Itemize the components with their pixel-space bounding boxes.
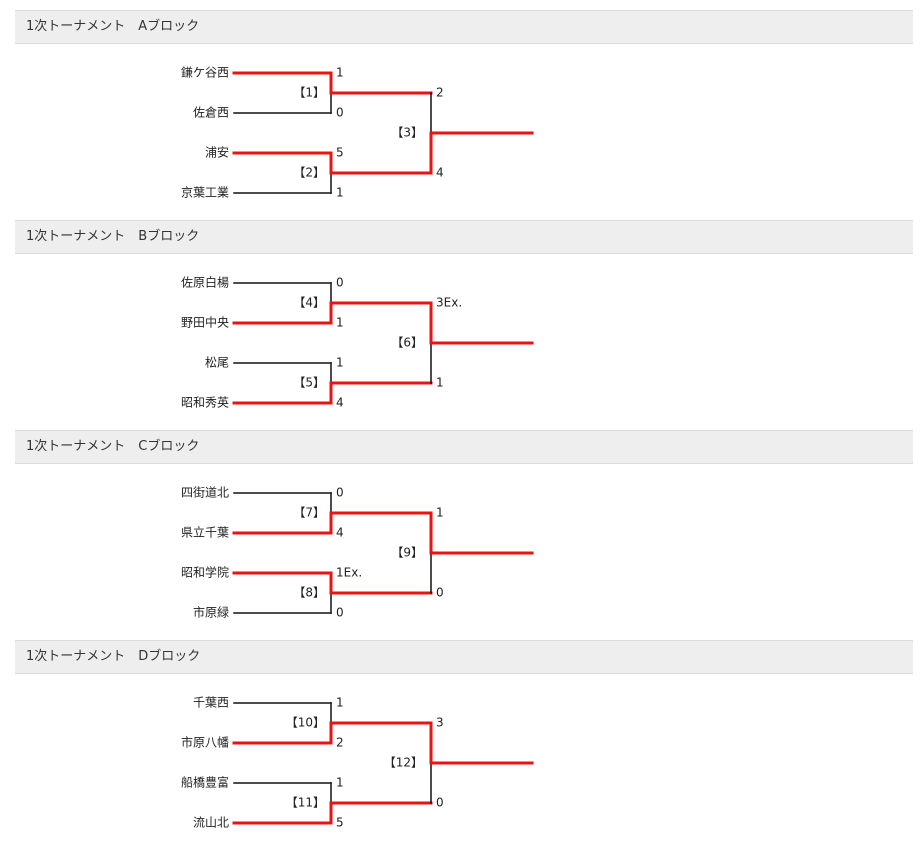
team-name: 鎌ケ谷西 bbox=[181, 65, 229, 80]
block-title: 1次トーナメント Dブロック bbox=[26, 649, 201, 664]
score: 1 bbox=[336, 316, 344, 330]
block-header: 1次トーナメント Cブロック bbox=[15, 430, 913, 464]
team-name: 佐原白楊 bbox=[181, 275, 229, 290]
team-name: 昭和学院 bbox=[181, 565, 229, 580]
match-label: 【5】 bbox=[293, 376, 325, 390]
score: 0 bbox=[336, 106, 344, 120]
match-label: 【4】 bbox=[293, 296, 325, 310]
team-name: 浦安 bbox=[205, 145, 229, 160]
team-name: 昭和秀英 bbox=[181, 396, 229, 410]
team-name: 県立千葉 bbox=[181, 525, 229, 540]
score: 1 bbox=[336, 776, 344, 790]
score: 2 bbox=[436, 86, 444, 100]
team-name: 佐倉西 bbox=[193, 105, 229, 120]
match-label: 【2】 bbox=[293, 166, 325, 180]
team-name: 市原緑 bbox=[193, 605, 229, 620]
block-header: 1次トーナメント Aブロック bbox=[15, 10, 913, 44]
match-label: 【10】 bbox=[286, 716, 325, 730]
score: 3Ex. bbox=[436, 296, 462, 310]
team-name: 松尾 bbox=[205, 356, 229, 370]
score: 1 bbox=[336, 356, 344, 370]
team-name: 千葉西 bbox=[193, 696, 229, 710]
match-label: 【7】 bbox=[293, 506, 325, 520]
block-header: 1次トーナメント Dブロック bbox=[15, 640, 913, 674]
match-label: 【9】 bbox=[391, 546, 423, 560]
score: 1 bbox=[336, 696, 344, 710]
block-header: 1次トーナメント Bブロック bbox=[15, 220, 913, 254]
block-c: 1次トーナメント Cブロック四街道北県立千葉昭和学院市原緑 【7】 0 4 【8】 1Ex… bbox=[15, 430, 913, 640]
score: 5 bbox=[336, 146, 344, 160]
score: 4 bbox=[436, 166, 444, 180]
team-name: 市原八幡 bbox=[181, 735, 229, 750]
score: 0 bbox=[336, 486, 344, 500]
team-name: 四街道北 bbox=[181, 486, 229, 500]
score: 0 bbox=[336, 276, 344, 290]
score: 4 bbox=[336, 396, 344, 410]
score: 1Ex. bbox=[336, 566, 362, 580]
block-a: 1次トーナメント Aブロック鎌ケ谷西佐倉西浦安京葉工業 【1】 1 0 【2】 5 1 【3】… bbox=[15, 10, 913, 220]
score: 0 bbox=[436, 796, 444, 810]
match-label: 【11】 bbox=[286, 796, 325, 810]
score: 0 bbox=[436, 586, 444, 600]
team-name: 流山北 bbox=[193, 816, 229, 830]
team-name: 京葉工業 bbox=[181, 186, 229, 200]
score: 4 bbox=[336, 526, 344, 540]
match-label: 【8】 bbox=[293, 586, 325, 600]
match-label: 【12】 bbox=[384, 756, 423, 770]
score: 5 bbox=[336, 816, 344, 830]
block-title: 1次トーナメント Aブロック bbox=[26, 19, 200, 34]
score: 1 bbox=[436, 376, 444, 390]
score: 2 bbox=[336, 736, 344, 750]
block-title: 1次トーナメント Bブロック bbox=[26, 229, 200, 244]
block-d: 1次トーナメント Dブロック千葉西市原八幡船橋豊富流山北 【10】 1 2 【11】 1 5… bbox=[15, 640, 913, 850]
block-b: 1次トーナメント Bブロック佐原白楊野田中央松尾昭和秀英 【4】 0 1 【5】 1 4 【6… bbox=[15, 220, 913, 430]
match-label: 【1】 bbox=[293, 86, 325, 100]
team-name: 船橋豊富 bbox=[181, 775, 229, 790]
score: 1 bbox=[336, 66, 344, 80]
block-title: 1次トーナメント Cブロック bbox=[26, 439, 200, 454]
match-label: 【6】 bbox=[391, 336, 423, 350]
score: 1 bbox=[436, 506, 444, 520]
score: 3 bbox=[436, 716, 444, 730]
team-name: 野田中央 bbox=[181, 315, 229, 330]
score: 1 bbox=[336, 186, 344, 200]
score: 0 bbox=[336, 606, 344, 620]
match-label: 【3】 bbox=[391, 126, 423, 140]
